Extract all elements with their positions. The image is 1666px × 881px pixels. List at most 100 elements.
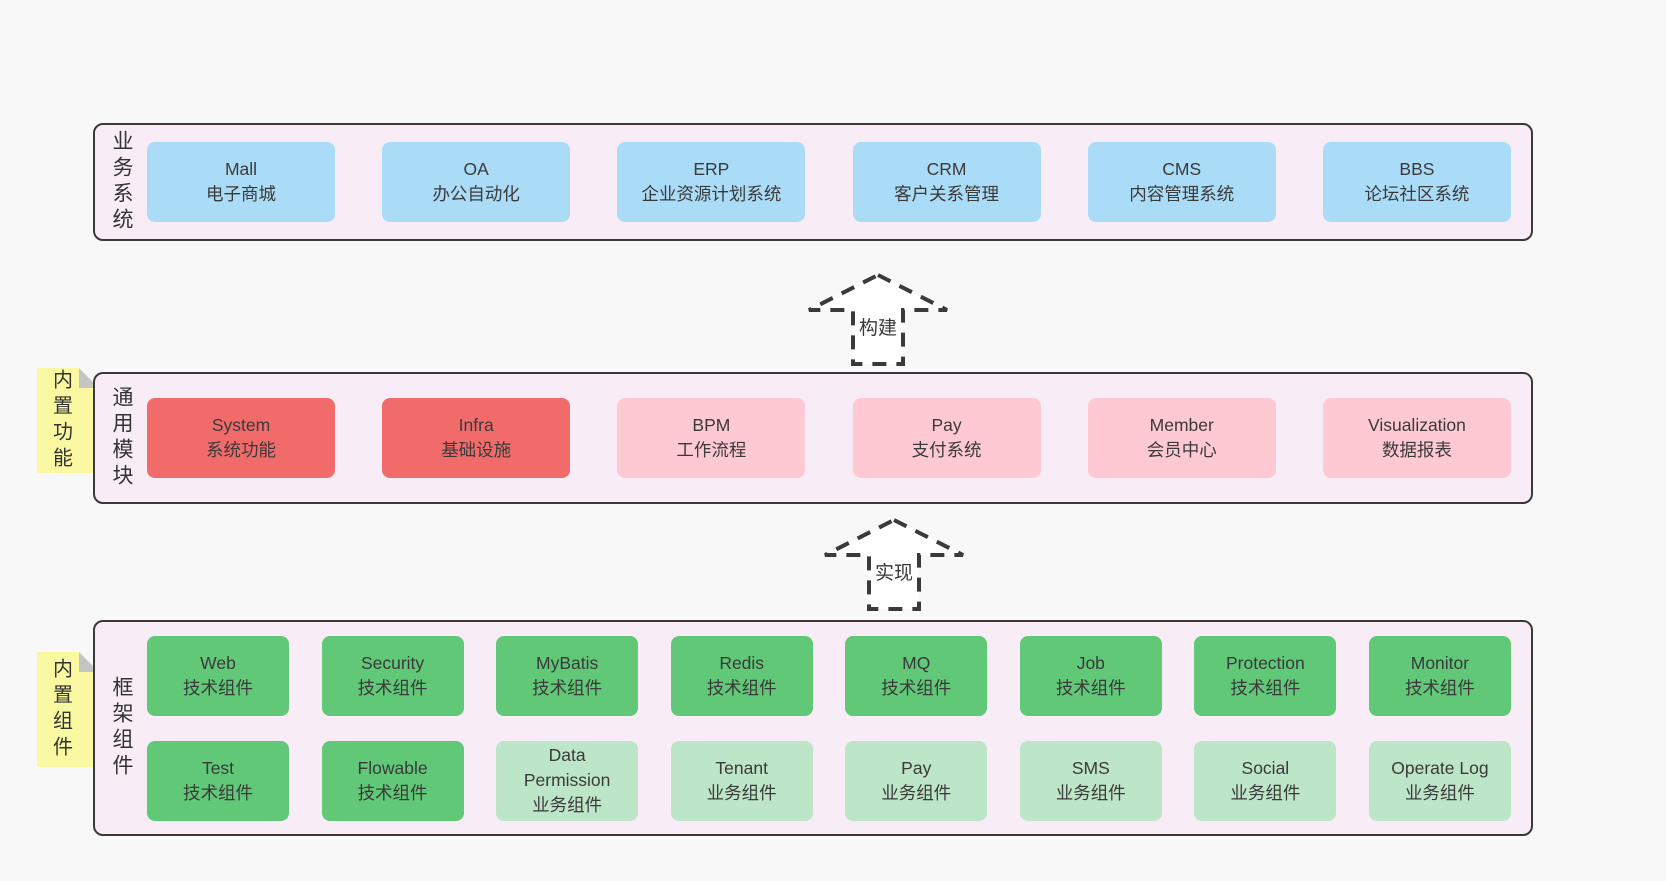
component-box-monitor: Monitor 技术组件 [1368,635,1511,716]
box-subtitle: 技术组件 [881,677,952,698]
note-text: 内置组件 [49,657,72,762]
box-title: Job [1076,652,1105,673]
box-title: BPM [692,415,731,435]
box-subtitle: 业务组件 [1055,782,1126,803]
box-title: Member [1149,415,1214,435]
box-subtitle: 会员中心 [1146,440,1217,460]
box-subtitle: 技术组件 [183,782,253,803]
component-box-mq: MQ 技术组件 [845,635,988,716]
component-box-job: Job 技术组件 [1019,635,1162,716]
business-box-crm: CRM 客户关系管理 [852,142,1041,222]
box-subtitle: 业务组件 [1230,782,1301,803]
box-title: Mall [224,159,258,179]
box-subtitle: 系统功能 [206,440,276,460]
box-subtitle: 支付系统 [911,440,982,460]
business-box-mall: Mall 电子商城 [147,142,335,222]
box-subtitle: 技术组件 [357,677,428,698]
box-title: Data Permission [523,745,611,790]
box-title: Visualization [1367,415,1466,435]
layer-business-systems: 业务系统 Mall 电子商城 OA 办公自动化 ERP 企业资源计划系统 CRM… [93,123,1533,241]
box-subtitle: 内容管理系统 [1129,184,1235,204]
box-subtitle: 基础设施 [441,440,512,460]
component-box-data-permission: Data Permission 业务组件 [496,740,639,821]
box-title: MyBatis [536,652,599,673]
box-subtitle: 办公自动化 [432,184,520,204]
box-title: Flowable [357,757,428,778]
component-box-redis: Redis 技术组件 [670,635,813,716]
box-subtitle: 技术组件 [1404,677,1475,698]
box-title: ERP [693,159,730,179]
component-box-web: Web 技术组件 [147,635,289,716]
box-title: Social [1241,757,1290,778]
box-title: Web [200,652,236,673]
component-box-pay: Pay 业务组件 [845,740,988,821]
business-boxes-row: Mall 电子商城 OA 办公自动化 ERP 企业资源计划系统 CRM 客户关系… [147,142,1511,222]
box-title: Monitor [1410,652,1470,673]
module-box-visualization: Visualization 数据报表 [1322,398,1511,478]
component-boxes-area: Web 技术组件 Security 技术组件 MyBatis 技术组件 Redi… [147,622,1531,834]
implement-arrow: 实现 [822,517,966,613]
layer-label-business: 业务系统 [110,130,133,234]
component-box-sms: SMS 业务组件 [1019,740,1162,821]
box-title: Tenant [715,757,768,778]
component-boxes-row-1: Web 技术组件 Security 技术组件 MyBatis 技术组件 Redi… [147,635,1511,716]
box-subtitle: 业务组件 [706,782,777,803]
box-title: SMS [1071,757,1110,778]
build-arrow-label: 构建 [858,318,897,339]
component-box-test: Test 技术组件 [147,740,289,821]
business-boxes-area: Mall 电子商城 OA 办公自动化 ERP 企业资源计划系统 CRM 客户关系… [147,125,1531,239]
business-box-oa: OA 办公自动化 [382,142,571,222]
box-title: Operate Log [1391,757,1489,778]
sticky-note-built-in-functions: 内置功能 [37,368,99,473]
business-box-bbs: BBS 论坛社区系统 [1322,142,1511,222]
module-box-pay: Pay 支付系统 [852,398,1041,478]
component-box-tenant: Tenant 业务组件 [670,740,813,821]
box-subtitle: 电子商城 [206,184,276,204]
box-subtitle: 技术组件 [357,782,428,803]
component-box-mybatis: MyBatis 技术组件 [496,635,639,716]
up-arrow-icon [824,517,964,611]
box-subtitle: 论坛社区系统 [1364,184,1470,204]
module-boxes-row: System 系统功能 Infra 基础设施 BPM 工作流程 Pay 支付系统… [147,398,1511,478]
box-subtitle: 企业资源计划系统 [641,184,782,204]
component-box-flowable: Flowable 技术组件 [321,740,464,821]
component-box-protection: Protection 技术组件 [1194,635,1337,716]
component-boxes-row-2: Test 技术组件 Flowable 技术组件 Data Permission … [147,740,1511,821]
component-box-social: Social 业务组件 [1194,740,1337,821]
up-arrow-icon [808,272,948,366]
box-title: OA [463,159,489,179]
sticky-note-built-in-components: 内置组件 [37,652,99,767]
box-title: Test [201,757,235,778]
box-title: Security [360,652,425,673]
box-subtitle: 客户关系管理 [894,184,1000,204]
component-box-security: Security 技术组件 [321,635,464,716]
business-box-erp: ERP 企业资源计划系统 [617,142,806,222]
implement-arrow-label: 实现 [874,563,913,584]
box-subtitle: 技术组件 [183,677,253,698]
box-subtitle: 业务组件 [1404,782,1475,803]
box-subtitle: 业务组件 [881,782,952,803]
box-subtitle: 技术组件 [532,677,603,698]
component-box-operate-log: Operate Log 业务组件 [1368,740,1511,821]
module-box-infra: Infra 基础设施 [382,398,571,478]
build-arrow: 构建 [806,272,950,368]
note-text: 内置功能 [49,368,72,473]
module-box-bpm: BPM 工作流程 [617,398,806,478]
box-subtitle: 工作流程 [676,440,747,460]
box-title: Infra [458,415,494,435]
module-boxes-area: System 系统功能 Infra 基础设施 BPM 工作流程 Pay 支付系统… [147,374,1531,502]
layer-label-modules: 通用模块 [110,386,133,490]
box-title: BBS [1399,159,1435,179]
box-subtitle: 技术组件 [1055,677,1126,698]
box-subtitle: 技术组件 [1230,677,1301,698]
box-subtitle: 技术组件 [706,677,777,698]
layer-framework-components: 框架组件 Web 技术组件 Security 技术组件 MyBatis 技术组件… [93,620,1533,836]
business-box-cms: CMS 内容管理系统 [1087,142,1276,222]
box-subtitle: 业务组件 [532,795,603,815]
box-subtitle: 数据报表 [1381,440,1452,460]
module-box-member: Member 会员中心 [1087,398,1276,478]
box-title: Redis [719,652,765,673]
box-title: System [211,415,271,435]
box-title: Pay [931,415,962,435]
